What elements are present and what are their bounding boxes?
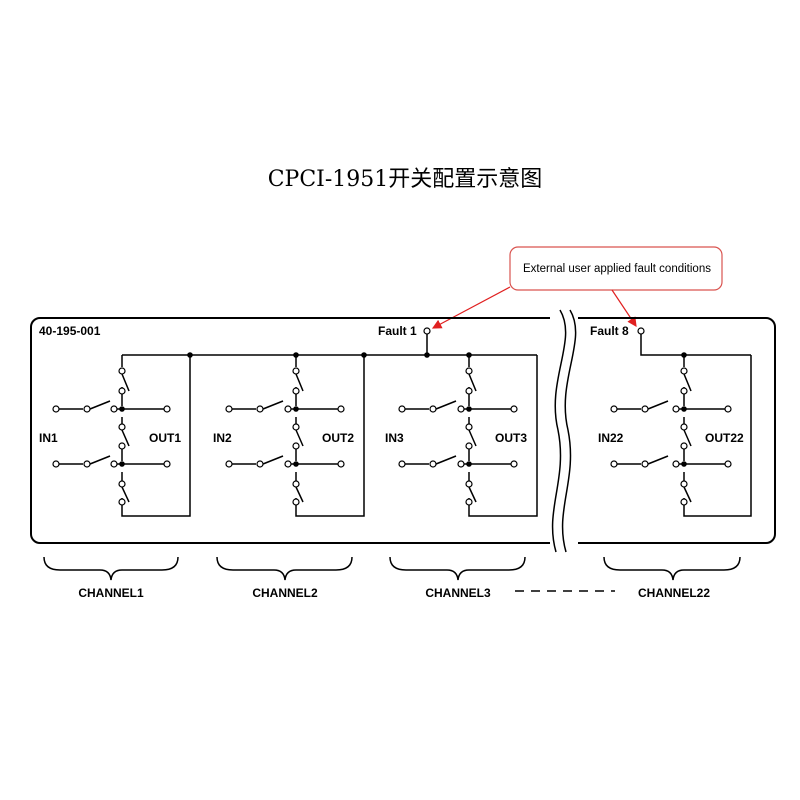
brace-channel-22: [603, 556, 741, 581]
channel-2-label: CHANNEL2: [252, 586, 318, 600]
board-outline: [30, 317, 776, 544]
fault-8-terminal: [637, 327, 645, 335]
break-mask: [550, 305, 578, 555]
out3-label: OUT3: [495, 431, 527, 445]
break-line-left: [551, 309, 567, 553]
channel-1-label: CHANNEL1: [78, 586, 144, 600]
part-number: 40-195-001: [39, 324, 101, 338]
channel-22-label: CHANNEL22: [638, 586, 710, 600]
fault-1-terminal: [423, 327, 431, 335]
break-line-right: [561, 309, 577, 553]
in3-label: IN3: [385, 431, 404, 445]
channel-3-label: CHANNEL3: [425, 586, 491, 600]
callout-arrow-fault1: [431, 286, 511, 329]
channel-2: [225, 352, 367, 517]
in1-label: IN1: [39, 431, 58, 445]
out22-label: OUT22: [705, 431, 744, 445]
callout-box: [509, 246, 723, 291]
channel-22: [610, 352, 752, 517]
in2-label: IN2: [213, 431, 232, 445]
channel-3: [398, 352, 538, 517]
fault-bus-8: [640, 334, 751, 356]
brace-channel-2: [216, 556, 353, 581]
fault-1-label: Fault 1: [378, 324, 417, 338]
fault-1-junction: [424, 352, 430, 358]
out1-label: OUT1: [149, 431, 181, 445]
in22-label: IN22: [598, 431, 624, 445]
callout-arrow-fault8: [611, 289, 637, 327]
brace-channel-1: [43, 556, 179, 581]
channel-1: [52, 352, 193, 517]
page-title: CPCI-1951开关配置示意图: [268, 167, 543, 192]
fault-8-label: Fault 8: [590, 324, 629, 338]
brace-channel-3: [389, 556, 526, 581]
callout-text: External user applied fault conditions: [523, 263, 711, 275]
out2-label: OUT2: [322, 431, 354, 445]
